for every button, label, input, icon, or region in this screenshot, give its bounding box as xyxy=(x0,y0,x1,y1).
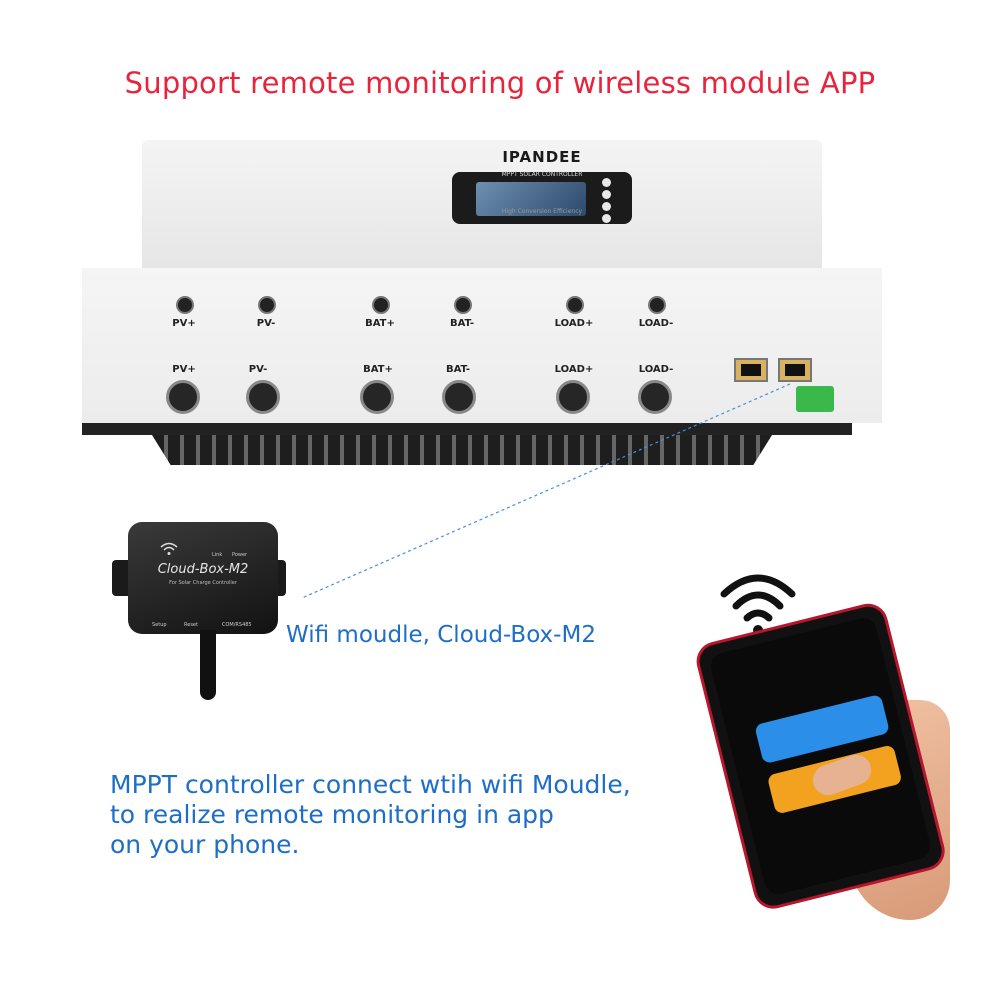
controller-base xyxy=(82,423,852,435)
screen-efficiency: High Conversion Efficiency xyxy=(501,208,583,215)
lcd-panel: MPPT SOLAR CONTROLLER xyxy=(452,171,632,224)
cloud-box-cable xyxy=(200,630,216,700)
description-line: on your phone. xyxy=(110,830,300,859)
headline: Support remote monitoring of wireless mo… xyxy=(124,66,876,100)
terminal-hole xyxy=(566,296,584,314)
description-line: to realize remote monitoring in app xyxy=(110,800,554,829)
cloud-box-subtitle: For Solar Charge Controller xyxy=(169,580,237,586)
setup-label: Setup xyxy=(152,622,167,628)
wifi-icon xyxy=(720,574,796,635)
cloud-box-device: Link Power Cloud-Box-M2 For Solar Charge… xyxy=(128,522,278,634)
reset-label: Reset xyxy=(184,622,198,628)
led-link-label: Link xyxy=(212,552,223,558)
terminal-label: LOAD- xyxy=(638,364,674,375)
controller-top-face: IPANDEE MPPT SOLAR CONTROLLER High Conve… xyxy=(142,140,822,268)
terminal-hole xyxy=(372,296,390,314)
terminal-label: PV- xyxy=(256,318,276,329)
terminal-hole xyxy=(648,296,666,314)
port-label: COM/RS485 xyxy=(222,622,252,628)
rj45-port xyxy=(778,358,812,382)
led-power-label: Power xyxy=(232,552,248,558)
terminal-label: PV- xyxy=(248,364,268,375)
description: MPPT controller connect wtih wifi Moudle… xyxy=(110,770,631,860)
mppt-controller: IPANDEE MPPT SOLAR CONTROLLER High Conve… xyxy=(82,140,882,470)
panel-button xyxy=(602,178,611,187)
lcd-display xyxy=(476,182,586,216)
terminal-label: LOAD+ xyxy=(554,318,594,329)
controller-front-face: PV+ PV- BAT+ BAT- LOAD+ LOAD- PV+ PV- BA… xyxy=(82,268,882,423)
terminal-label: BAT- xyxy=(445,364,471,375)
terminal-label: BAT- xyxy=(449,318,475,329)
terminal-hole xyxy=(258,296,276,314)
terminal-label: PV+ xyxy=(172,318,196,329)
panel-button xyxy=(602,214,611,223)
terminal-hole xyxy=(442,380,476,414)
terminal-hole xyxy=(638,380,672,414)
terminal-label: PV+ xyxy=(172,364,196,375)
terminal-label: BAT+ xyxy=(363,364,393,375)
green-connector xyxy=(796,386,834,412)
terminal-hole xyxy=(176,296,194,314)
terminal-hole xyxy=(246,380,280,414)
phone-body xyxy=(692,599,949,913)
cloud-box-title: Cloud-Box-M2 xyxy=(157,562,249,577)
mounting-ear xyxy=(112,560,132,596)
screen-title: MPPT SOLAR CONTROLLER xyxy=(501,171,583,178)
smartphone xyxy=(692,599,949,913)
rj45-port xyxy=(734,358,768,382)
heatsink xyxy=(152,435,772,465)
description-line: MPPT controller connect wtih wifi Moudle… xyxy=(110,770,631,799)
panel-button xyxy=(602,202,611,211)
wifi-small-icon xyxy=(160,542,178,555)
phone-screen xyxy=(708,615,934,898)
brand-label: IPANDEE xyxy=(502,148,582,166)
terminal-label: LOAD+ xyxy=(554,364,594,375)
terminal-label: BAT+ xyxy=(365,318,395,329)
terminal-hole xyxy=(454,296,472,314)
caption: Wifi moudle, Cloud-Box-M2 xyxy=(286,622,596,648)
terminal-hole xyxy=(556,380,590,414)
terminal-hole xyxy=(166,380,200,414)
terminal-label: LOAD- xyxy=(638,318,674,329)
terminal-hole xyxy=(360,380,394,414)
panel-button xyxy=(602,190,611,199)
connection-line xyxy=(301,383,791,599)
